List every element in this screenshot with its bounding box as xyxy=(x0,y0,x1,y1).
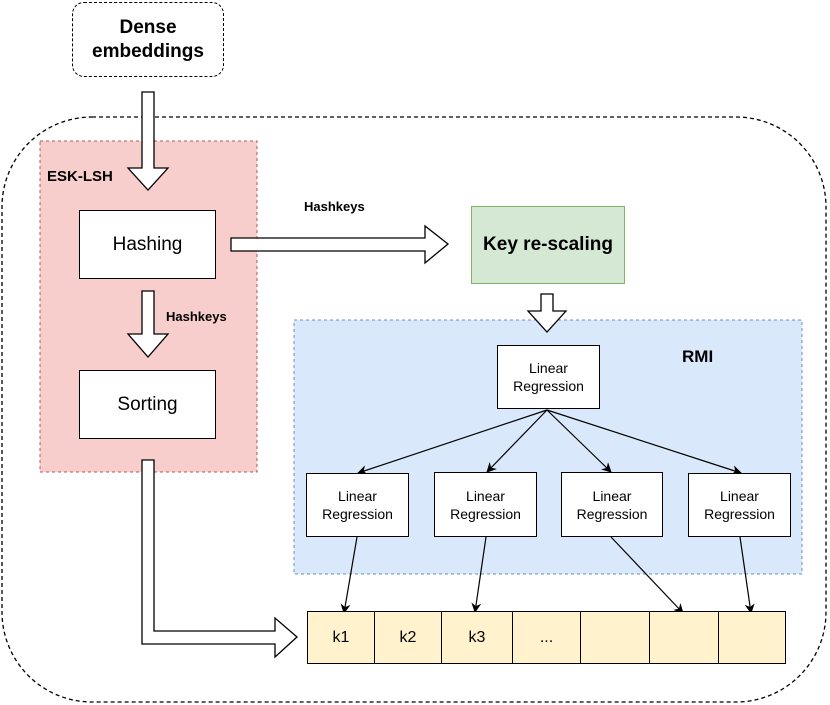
rmi-leaf-2-line2: Regression xyxy=(450,505,521,522)
rescale-to-rmi-block-arrow xyxy=(526,293,568,333)
key-cell-2: k2 xyxy=(374,611,442,664)
hashing-to-rescale-block-arrow xyxy=(230,224,450,265)
edge-root-leaf4 xyxy=(546,409,742,475)
rmi-leaf-3-line2: Regression xyxy=(576,505,648,522)
rmi-leaf-1: Linear Regression xyxy=(306,473,409,537)
rmi-leaf-1-line1: Linear xyxy=(338,488,377,504)
edge-root-leaf2 xyxy=(486,409,548,473)
key-cell-3: k3 xyxy=(441,611,513,664)
key-cell-7 xyxy=(718,611,786,664)
rmi-leaf-4: Linear Regression xyxy=(688,473,791,537)
rmi-leaf-2-line1: Linear xyxy=(466,487,505,504)
rmi-leaf-1-line2: Regression xyxy=(322,506,393,522)
hashkeys-edge-label: Hashkeys xyxy=(304,199,365,214)
rmi-root-line2: Regression xyxy=(513,378,584,394)
key-cell-1: k1 xyxy=(307,611,375,664)
sort-to-keys-block-arrow xyxy=(141,459,298,659)
rmi-root-line1: Linear xyxy=(529,360,568,376)
dense-embeddings-node: Dense embeddings xyxy=(72,2,224,77)
sorting-node: Sorting xyxy=(79,370,216,439)
dense-embeddings-line2: embeddings xyxy=(92,40,204,62)
key-rescaling-node: Key re-scaling xyxy=(471,206,625,284)
key-cell-5 xyxy=(580,611,650,664)
rmi-leaf-3: Linear Regression xyxy=(561,472,663,537)
rmi-leaf-4-line2: Regression xyxy=(704,506,775,522)
edge-root-leaf3 xyxy=(546,409,612,473)
rmi-root-node: Linear Regression xyxy=(497,345,600,409)
key-cell-4: ... xyxy=(512,611,581,664)
rmi-leaf-3-line1: Linear xyxy=(592,487,632,504)
hashkeys-inner-label: Hashkeys xyxy=(166,309,227,324)
hash-to-sort-block-arrow xyxy=(126,290,170,358)
rmi-title: RMI xyxy=(682,347,714,366)
esk-lsh-title: ESK-LSH xyxy=(47,168,113,185)
rmi-leaf-2: Linear Regression xyxy=(434,472,537,537)
rmi-leaf-4-line1: Linear xyxy=(720,488,759,504)
edge-leaf1-keys xyxy=(340,536,358,614)
edge-leaf2-keys xyxy=(471,536,487,613)
edge-leaf3-keys xyxy=(610,536,684,614)
edge-root-leaf1 xyxy=(357,409,548,475)
dense-embeddings-line1: Dense xyxy=(119,16,177,38)
key-cell-6 xyxy=(649,611,719,664)
system-container xyxy=(1,116,827,703)
input-block-arrow xyxy=(126,91,170,191)
hashing-node: Hashing xyxy=(79,210,216,279)
edge-leaf4-keys xyxy=(739,536,755,614)
